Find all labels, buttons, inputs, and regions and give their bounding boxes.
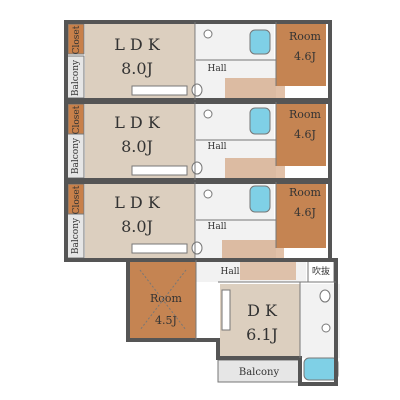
unit-1-toilet	[191, 83, 203, 97]
unit-2-closet-label: Closet	[72, 105, 82, 134]
unit-1-sink	[203, 29, 213, 39]
unit-2-hall-label: Hall	[208, 142, 227, 152]
lower-kitchen-counter	[221, 289, 231, 331]
unit-3-kitchen-counter	[131, 243, 188, 254]
unit-3-room-label: Room	[289, 186, 322, 199]
unit-2-room-label: Room	[289, 108, 322, 121]
unit-2-stairs	[225, 158, 285, 178]
lower-balcony-label: Balcony	[239, 367, 280, 378]
unit-1-kitchen-counter	[131, 85, 188, 96]
unit-3-bathtub	[249, 185, 271, 213]
unit-1-balcony-label: Balcony	[71, 59, 81, 96]
lower-sink	[321, 323, 331, 333]
lower-unit-partitions	[195, 260, 336, 358]
unit-3-hall-label: Hall	[208, 222, 227, 232]
unit-1-room	[276, 24, 326, 86]
unit-2-kitchen-counter	[131, 165, 188, 176]
lower-room-diagonals	[139, 269, 187, 331]
unit-3: Balcony Closet Hall L D K 8.0J Room 4.6J	[64, 180, 332, 262]
unit-3-stairs	[222, 240, 284, 258]
unit-1-closet-label: Closet	[72, 25, 82, 54]
unit-3-toilet	[191, 241, 203, 255]
unit-3-room	[276, 184, 326, 248]
unit-2-room	[276, 104, 326, 166]
lower-room-label: Room	[150, 292, 183, 305]
lower-toilet	[319, 289, 331, 303]
lower-room-size: 4.5J	[155, 314, 177, 327]
unit-1-room-label: Room	[289, 30, 322, 43]
unit-2-toilet	[191, 161, 203, 175]
unit-1-stairs	[225, 78, 285, 98]
unit-1-hall-label: Hall	[208, 64, 227, 74]
unit-3-ldk-size: 8.0J	[121, 217, 153, 236]
unit-3-closet-label: Closet	[72, 185, 82, 214]
unit-2-room-size: 4.6J	[294, 128, 316, 141]
unit-1-bathtub	[249, 29, 271, 55]
lower-fukinuke-label: 吹抜	[312, 265, 330, 277]
unit-2: Balcony Closet Hall L D K 8.0J Room 4.6J	[64, 100, 332, 182]
lower-stairs	[240, 262, 296, 280]
unit-2-partitions	[194, 102, 277, 180]
unit-2-ldk-label: L D K	[114, 113, 161, 132]
unit-3-ldk-label: L D K	[114, 193, 161, 212]
unit-3-room-size: 4.6J	[294, 206, 316, 219]
lower-dk-label: D K	[247, 301, 278, 320]
lower-dk-size: 6.1J	[246, 325, 278, 344]
unit-1-room-size: 4.6J	[294, 50, 316, 63]
lower-bathtub	[303, 357, 339, 381]
unit-3-balcony-label: Balcony	[71, 217, 81, 254]
unit-2-sink	[203, 109, 213, 119]
unit-2-ldk-size: 8.0J	[121, 137, 153, 156]
lower-dk	[220, 284, 300, 358]
unit-1-ldk-size: 8.0J	[121, 59, 153, 78]
lower-hall-label: Hall	[221, 267, 240, 277]
unit-2-bathtub	[249, 107, 271, 135]
lower-hall-area	[196, 260, 306, 282]
lower-unit: Hall 吹抜 Room 4.5J D K 6.1J Balcony	[126, 258, 340, 386]
unit-1-partitions	[194, 22, 277, 100]
unit-1: Balcony Closet Hall L D K 8.0J Room 4.6J	[64, 20, 332, 102]
unit-1-ldk-label: L D K	[114, 35, 161, 54]
unit-2-balcony-label: Balcony	[71, 137, 81, 174]
unit-3-partitions	[194, 182, 277, 260]
unit-3-sink	[203, 189, 213, 199]
